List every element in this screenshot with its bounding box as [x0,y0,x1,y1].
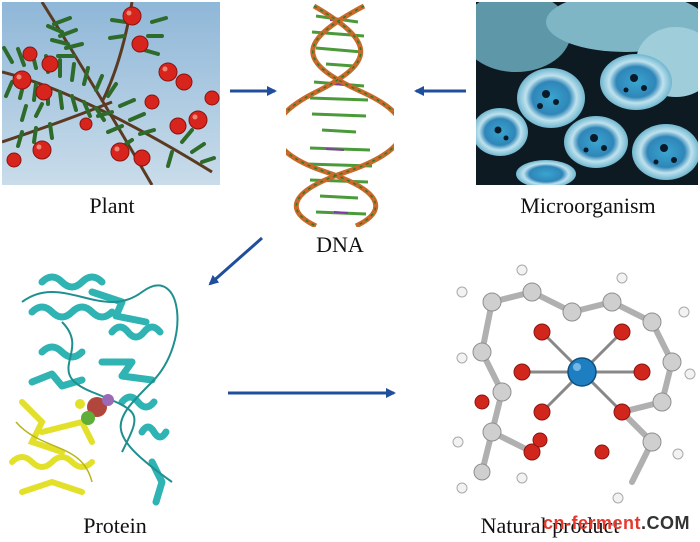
microbial-colonies-icon [476,2,698,185]
microorganism-label: Microorganism [520,193,656,218]
molecule-icon [452,264,696,504]
natural-product-label: Natural product [480,513,620,538]
yew-plant-icon [2,2,220,185]
dna-helix-icon [286,3,394,227]
plant-image [2,2,220,185]
natural-product-image [422,262,698,512]
watermark: cn-ferment.COM [543,513,690,534]
plant-label: Plant [89,193,135,218]
microorganism-image [476,2,698,185]
watermark-tld: .COM [641,513,690,533]
dna-image [286,2,394,227]
arrow-dna-to-protein [208,236,263,286]
protein-image [2,262,202,512]
watermark-domain: cn-ferment [542,513,641,533]
protein-label: Protein [83,513,147,538]
dna-label: DNA [316,232,364,257]
protein-structure-icon [9,273,179,506]
